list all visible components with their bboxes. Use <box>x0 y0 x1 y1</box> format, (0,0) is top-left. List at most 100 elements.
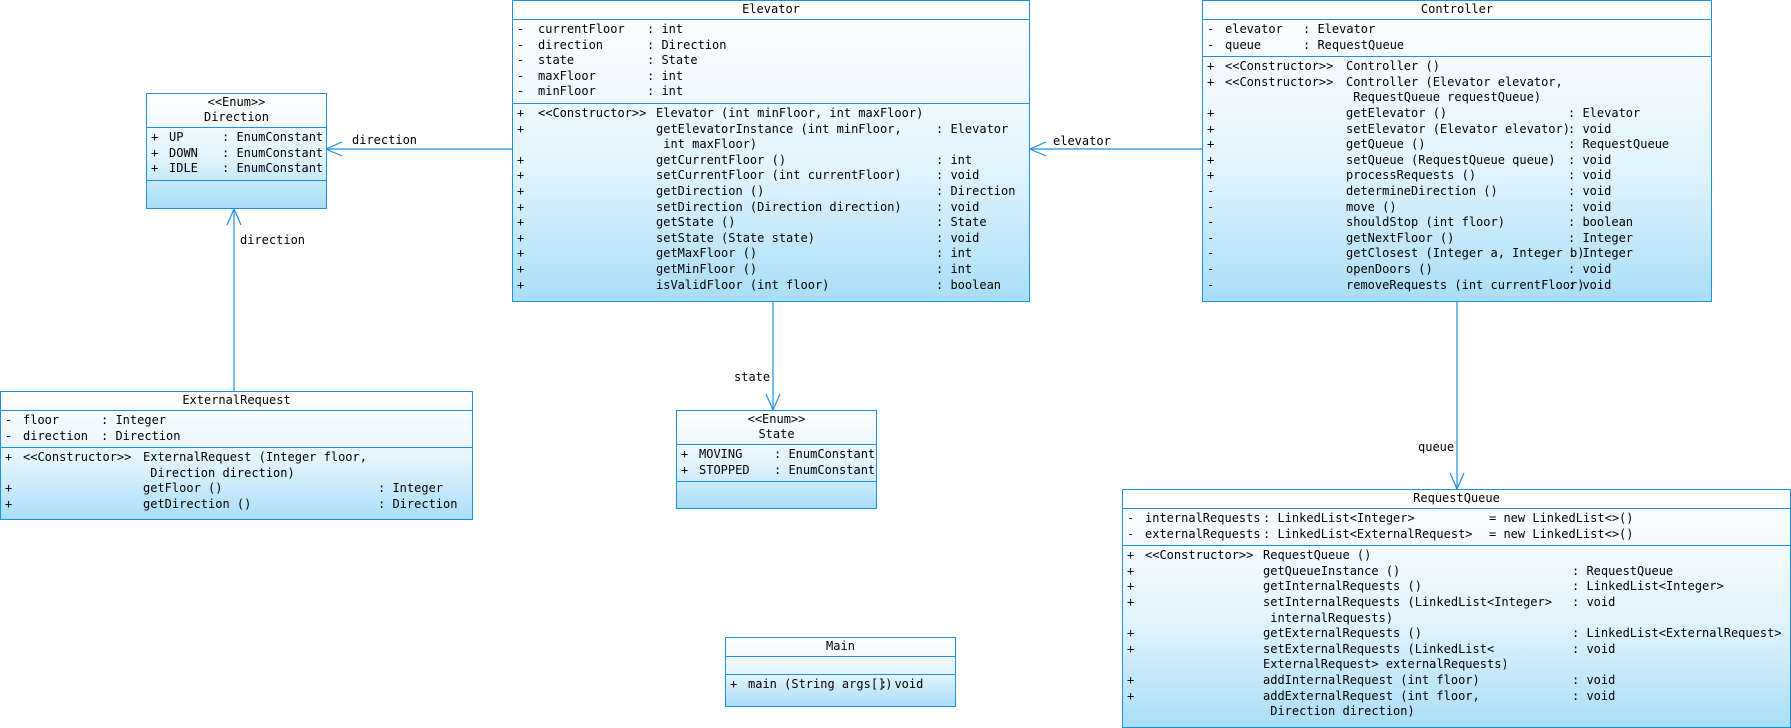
visibility-marker: + <box>1127 688 1135 703</box>
attribute-type: : int <box>647 68 684 83</box>
operation-signature: getExternalRequests () <box>1263 626 1422 641</box>
attribute-row: -state: State <box>513 53 1029 69</box>
constructor-stereotype: <<Constructor>> <box>538 105 647 120</box>
operation-return-type: : Integer <box>1568 230 1634 245</box>
class-name: State <box>758 427 795 441</box>
stereotype-label: <<Enum>> <box>207 95 266 109</box>
attribute-type: : State <box>647 53 698 68</box>
literal-type: : EnumConstant <box>222 130 324 144</box>
operation-return-type: : int <box>936 152 973 167</box>
enum-literal: + DOWN : EnumConstant <box>147 146 326 162</box>
constructor-stereotype: <<Constructor>> <box>1225 59 1334 74</box>
visibility-marker: + <box>1127 594 1135 609</box>
attribute-row: -externalRequests: LinkedList<ExternalRe… <box>1123 527 1790 543</box>
enum-literal: +IDLE: EnumConstant <box>147 161 326 177</box>
literal-name: DOWN <box>169 145 198 160</box>
operation-signature: openDoors () <box>1346 261 1433 276</box>
visibility-marker: + <box>5 481 13 496</box>
operation-return-type: : Integer <box>1568 246 1634 261</box>
literal-name: UP <box>169 130 184 144</box>
operation-return-type: : void <box>1572 688 1616 703</box>
visibility-marker: + <box>5 450 13 465</box>
operation-row: +setState (State state): void <box>513 231 1029 247</box>
operation-signature: main (String args[]) <box>748 677 893 691</box>
operation-signature: getNextFloor () <box>1346 230 1455 245</box>
operation-signature: addExternalRequest (int floor, Direction… <box>1263 688 1480 719</box>
visibility-marker: - <box>1207 183 1215 198</box>
operation-row: +setDirection (Direction direction): voi… <box>513 200 1029 216</box>
class-controller[interactable]: Controller -elevator: Elevator-queue: Re… <box>1202 0 1712 302</box>
operations-section <box>677 482 876 499</box>
visibility-marker: + <box>1127 579 1135 594</box>
attribute-row: -direction: Direction <box>513 38 1029 54</box>
visibility-marker: - <box>5 413 13 427</box>
operation-row: +getDirection (): Direction <box>513 184 1029 200</box>
class-external-request[interactable]: ExternalRequest -floor: Integer-directio… <box>0 391 473 520</box>
operation-signature: shouldStop (int floor) <box>1346 215 1505 230</box>
operations-section <box>147 181 326 198</box>
attribute-initial-value: = new LinkedList<>() <box>1489 526 1634 541</box>
attribute-row: -minFloor: int <box>513 84 1029 100</box>
attributes-section: -floor: Integer-direction: Direction <box>1 411 472 449</box>
operation-row: +getMaxFloor (): int <box>513 246 1029 262</box>
operation-signature: getInternalRequests () <box>1263 579 1422 594</box>
operation-row: -move (): void <box>1203 200 1711 216</box>
attribute-type: : Elevator <box>1303 22 1376 36</box>
operation-row: +setCurrentFloor (int currentFloor): voi… <box>513 168 1029 184</box>
attribute-type: : Direction <box>101 428 181 443</box>
class-request-queue[interactable]: RequestQueue -internalRequests: LinkedLi… <box>1122 489 1791 728</box>
class-name: RequestQueue <box>1413 491 1500 505</box>
attribute-name: maxFloor <box>538 68 596 83</box>
operation-signature: isValidFloor (int floor) <box>656 277 830 292</box>
attribute-type: : RequestQueue <box>1303 37 1405 52</box>
arrowhead-icon <box>1028 141 1047 157</box>
visibility-marker: - <box>517 68 525 83</box>
attribute-name: externalRequests <box>1145 526 1261 541</box>
operations-section: + <<Constructor>> Elevator (int minFloor, … <box>513 104 1029 296</box>
role-label-controller-elevator: elevator <box>1053 134 1111 148</box>
literal-type: : EnumConstant <box>774 447 876 461</box>
attribute-row: -direction: Direction <box>1 429 472 445</box>
visibility-marker: + <box>151 161 159 176</box>
attribute-row: -internalRequests: LinkedList<Integer>= … <box>1123 511 1790 527</box>
operation-signature: setState (State state) <box>656 230 815 245</box>
operation-return-type: : void <box>936 230 980 245</box>
operation-return-type: : State <box>936 215 987 230</box>
operation-row: -removeRequests (int currentFloor): void <box>1203 278 1711 294</box>
class-elevator[interactable]: Elevator -currentFloor: int-direction: D… <box>512 0 1030 302</box>
visibility-marker: + <box>1207 137 1215 152</box>
attribute-row: -elevator: Elevator <box>1203 22 1711 38</box>
enum-state[interactable]: <<Enum>> State +MOVING: EnumConstant+STO… <box>676 410 877 509</box>
enum-direction[interactable]: <<Enum>> Direction +UP: EnumConstant+DOW… <box>146 93 327 209</box>
visibility-marker: + <box>1207 74 1215 89</box>
operation-row: -openDoors (): void <box>1203 262 1711 278</box>
operation-row: -determineDirection (): void <box>1203 184 1711 200</box>
visibility-marker: + <box>1207 105 1215 120</box>
operation-row: +<<Constructor>>Controller (Elevator ele… <box>1203 75 1711 106</box>
operation-row: +setQueue (RequestQueue queue): void <box>1203 153 1711 169</box>
operation-signature: Elevator (int minFloor, int maxFloor) <box>656 105 924 120</box>
operation-return-type: : void <box>936 168 980 183</box>
attribute-row: -currentFloor: int <box>513 22 1029 38</box>
visibility-marker: + <box>517 152 525 167</box>
attribute-name: direction <box>23 428 89 443</box>
visibility-marker: - <box>1207 261 1215 276</box>
class-main[interactable]: Main +main (String args[]): void <box>725 637 956 707</box>
attribute-name: minFloor <box>538 84 596 99</box>
visibility-marker: - <box>1207 22 1215 36</box>
operation-row: +setInternalRequests (LinkedList<Integer… <box>1123 595 1790 626</box>
operation-signature: Controller (Elevator elevator, RequestQu… <box>1346 74 1563 105</box>
visibility-marker: - <box>1207 199 1215 214</box>
literal-type: : EnumConstant <box>222 145 324 160</box>
operation-signature: RequestQueue () <box>1263 548 1372 563</box>
literal-type: : EnumConstant <box>222 161 324 176</box>
operation-signature: determineDirection () <box>1346 183 1498 198</box>
visibility-marker: - <box>517 84 525 99</box>
operation-signature: getDirection () <box>656 183 765 198</box>
visibility-marker: + <box>517 261 525 276</box>
operation-signature: removeRequests (int currentFloor) <box>1346 277 1585 292</box>
visibility-marker: + <box>730 677 738 691</box>
operation-signature: setElevator (Elevator elevator) <box>1346 121 1570 136</box>
visibility-marker: + <box>151 145 159 160</box>
literal-name: STOPPED <box>699 462 750 477</box>
